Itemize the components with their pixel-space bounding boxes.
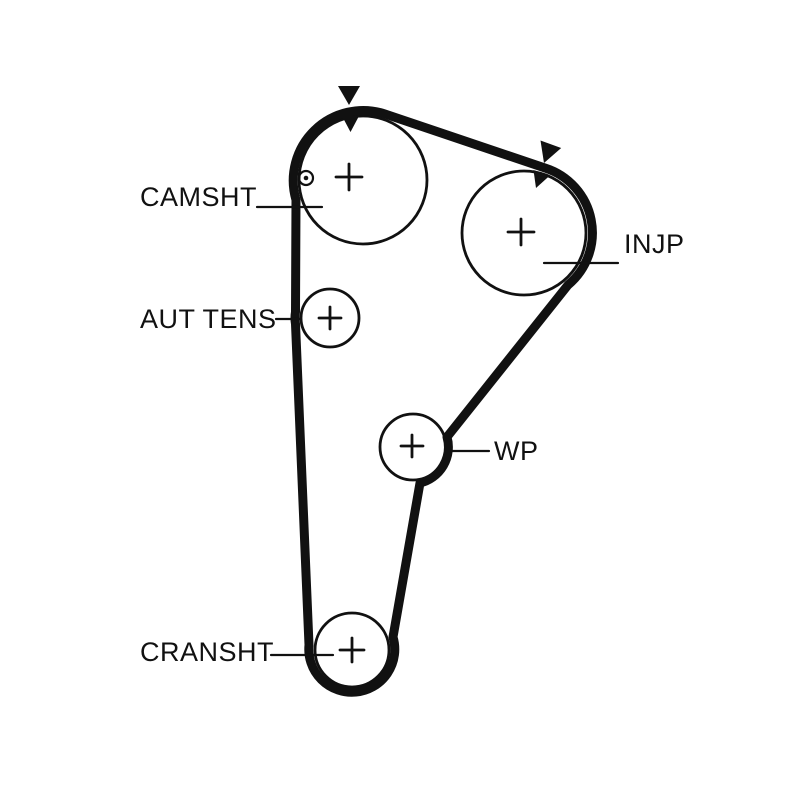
cransht-label: CRANSHT bbox=[140, 637, 274, 667]
camshaft-outer-arrow-icon bbox=[338, 86, 360, 105]
crankshaft-center-cross-icon bbox=[338, 636, 366, 664]
timing-belt bbox=[288, 106, 597, 697]
camshaft-pulley bbox=[297, 114, 429, 246]
camsht-label: CAMSHT bbox=[140, 182, 257, 212]
injection-pump-center-cross-icon bbox=[506, 217, 536, 247]
camshaft-timing-mark-icon bbox=[297, 169, 315, 187]
water-pump-center-cross-icon bbox=[399, 433, 425, 459]
tensioner-center-cross-icon bbox=[317, 305, 343, 331]
injp-label: INJP bbox=[624, 229, 685, 259]
camshaft-timing-mark-dot-icon bbox=[303, 175, 309, 181]
camshaft-inner-arrow-icon bbox=[342, 116, 359, 132]
wp-label: WP bbox=[494, 436, 539, 466]
injection-pump-inner-arrow-icon bbox=[533, 170, 550, 188]
camshaft-center-cross-icon bbox=[334, 162, 364, 192]
injection-pump-outer-arrow-icon bbox=[540, 140, 562, 163]
aut-tens-label: AUT TENS bbox=[140, 304, 277, 334]
